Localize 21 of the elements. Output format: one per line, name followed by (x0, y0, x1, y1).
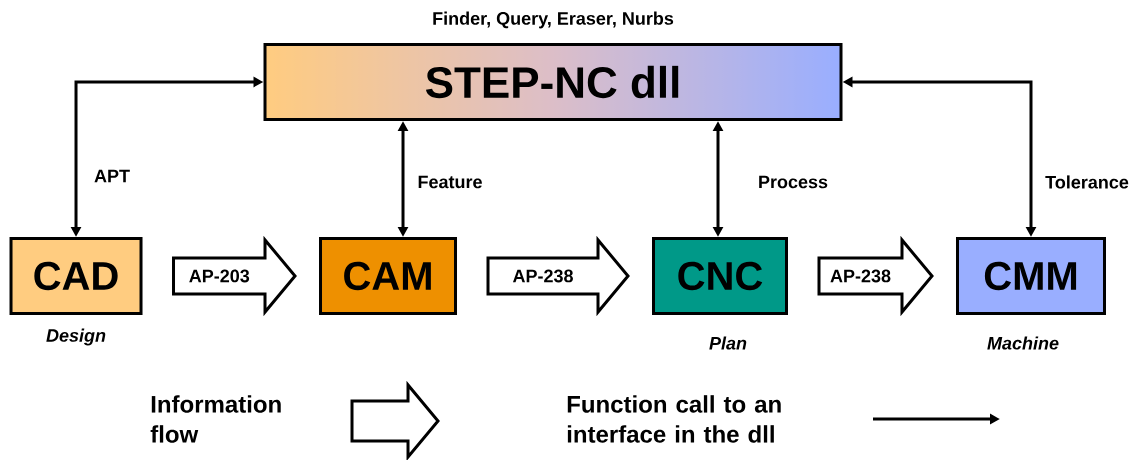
process-box: CNC (652, 237, 788, 315)
block-arrow (172, 235, 297, 317)
block-arrow (486, 235, 630, 317)
process-box: CAM (319, 237, 457, 315)
process-box: STEP-NC dll (263, 43, 843, 121)
legend-label: Function call to an interface in the dll (567, 395, 781, 443)
edge-label: Process (757, 174, 830, 190)
node-label: Finder, Query, Eraser, Nurbs (433, 11, 674, 29)
node-label: Machine (987, 336, 1059, 350)
node-label: Plan (709, 336, 747, 350)
edge-label: AP-238 (830, 269, 891, 283)
block-arrow (817, 235, 934, 317)
legend-label: Information flow (150, 395, 281, 443)
process-box: CAD (9, 237, 143, 315)
node-label: Design (46, 328, 106, 346)
edge-label: AP-203 (189, 269, 250, 283)
edge-label: Tolerance (1044, 174, 1130, 190)
edge-label: APT (93, 168, 131, 184)
process-box: CMM (956, 237, 1106, 315)
edge-label: Feature (416, 174, 484, 190)
edge-label: AP-238 (512, 269, 573, 283)
